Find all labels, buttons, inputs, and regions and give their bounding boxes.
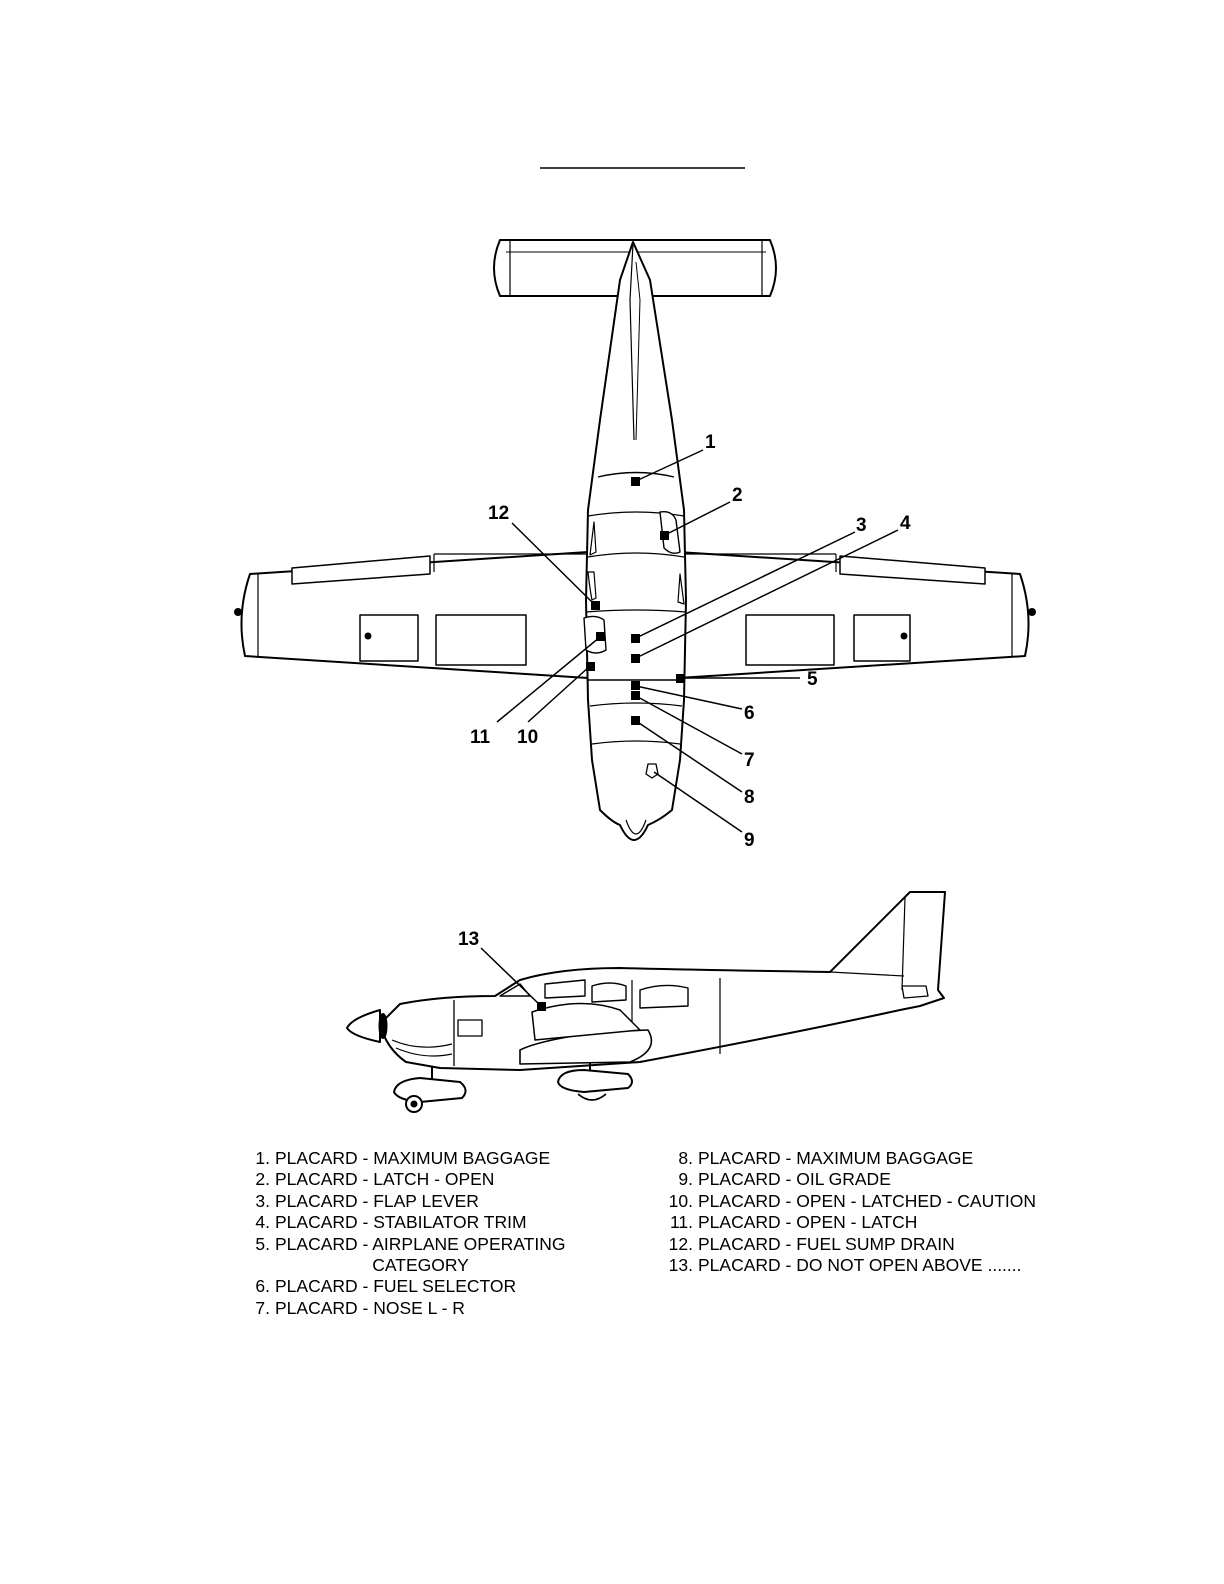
callout-6: 6: [744, 703, 755, 724]
legend-number: 11.: [669, 1212, 693, 1233]
legend-label: PLACARD - LATCH - OPEN: [275, 1169, 495, 1190]
legend-label: PLACARD - AIRPLANE OPERATING CATEGORY: [275, 1233, 566, 1276]
legend-number: 5.: [255, 1233, 270, 1254]
callout-7: 7: [744, 750, 755, 771]
callout-10: 10: [517, 727, 538, 748]
callout-3: 3: [856, 515, 867, 536]
callout-2: 2: [732, 485, 743, 506]
legend-item-11: 11.PLACARD - OPEN - LATCH: [668, 1212, 1088, 1233]
legend-number: 10.: [668, 1190, 693, 1211]
legend-right-column: 8.PLACARD - MAXIMUM BAGGAGE 9.PLACARD - …: [668, 1148, 1088, 1276]
legend-left-column: 1.PLACARD - MAXIMUM BAGGAGE 2.PLACARD - …: [254, 1148, 634, 1319]
legend-label: PLACARD - OPEN - LATCH: [698, 1212, 918, 1233]
legend-item-5: 5.PLACARD - AIRPLANE OPERATING CATEGORY: [254, 1234, 634, 1277]
legend-item-4: 4.PLACARD - STABILATOR TRIM: [254, 1212, 634, 1233]
legend-label: PLACARD - FUEL SELECTOR: [275, 1276, 517, 1297]
callout-12: 12: [488, 503, 509, 524]
placard-marker-13: [537, 1002, 546, 1011]
legend-item-2: 2.PLACARD - LATCH - OPEN: [254, 1169, 634, 1190]
leader-lines-top: [496, 449, 899, 833]
leader-line-13: [480, 947, 542, 1007]
legend-number: 12.: [668, 1233, 693, 1254]
legend-item-1: 1.PLACARD - MAXIMUM BAGGAGE: [254, 1148, 634, 1169]
legend-number: 3.: [255, 1190, 270, 1211]
legend-number: 6.: [255, 1276, 270, 1297]
legend-label: PLACARD - FUEL SUMP DRAIN: [698, 1233, 955, 1254]
legend-number: 2.: [255, 1169, 270, 1190]
legend-item-10: 10.PLACARD - OPEN - LATCHED - CAUTION: [668, 1191, 1088, 1212]
legend-label: PLACARD - MAXIMUM BAGGAGE: [275, 1148, 551, 1168]
callout-1: 1: [705, 432, 716, 453]
legend-label: PLACARD - FLAP LEVER: [275, 1190, 479, 1211]
callout-4: 4: [900, 513, 911, 534]
callout-13: 13: [458, 929, 479, 950]
legend-item-7: 7.PLACARD - NOSE L - R: [254, 1298, 634, 1319]
callout-5: 5: [807, 669, 818, 690]
legend-number: 7.: [255, 1297, 270, 1318]
legend-number: 1.: [255, 1148, 270, 1168]
side-fuselage: [379, 891, 946, 1071]
legend-number: 9.: [678, 1169, 693, 1190]
callout-8: 8: [744, 787, 755, 808]
airplane-top-view: [234, 239, 1036, 841]
legend-label: PLACARD - MAXIMUM BAGGAGE: [698, 1148, 974, 1168]
legend-label: PLACARD - OPEN - LATCHED - CAUTION: [698, 1190, 1037, 1211]
legend-item-3: 3.PLACARD - FLAP LEVER: [254, 1191, 634, 1212]
airplane-side-view: [346, 891, 946, 1113]
legend-label: PLACARD - OIL GRADE: [698, 1169, 891, 1190]
legend-label: PLACARD - DO NOT OPEN ABOVE .......: [698, 1255, 1022, 1276]
callout-9: 9: [744, 830, 755, 851]
callout-11: 11: [470, 727, 491, 748]
legend-number: 13.: [668, 1255, 693, 1276]
legend-item-12: 12.PLACARD - FUEL SUMP DRAIN: [668, 1234, 1088, 1255]
placard-markers-top: [586, 477, 685, 725]
callout-numbers: 1 2 3 4 5 6 7 8 9 10 11 12 13: [458, 432, 911, 950]
legend-item-9: 9.PLACARD - OIL GRADE: [668, 1169, 1088, 1190]
legend-number: 8.: [678, 1148, 693, 1168]
legend-item-8: 8.PLACARD - MAXIMUM BAGGAGE: [668, 1148, 1088, 1169]
legend-item-6: 6.PLACARD - FUEL SELECTOR: [254, 1276, 634, 1297]
legend-label: PLACARD - NOSE L - R: [275, 1297, 465, 1318]
legend-label: PLACARD - STABILATOR TRIM: [275, 1212, 527, 1233]
legend-number: 4.: [255, 1212, 270, 1233]
legend-item-13: 13.PLACARD - DO NOT OPEN ABOVE .......: [668, 1255, 1088, 1276]
fuselage: [585, 241, 687, 841]
